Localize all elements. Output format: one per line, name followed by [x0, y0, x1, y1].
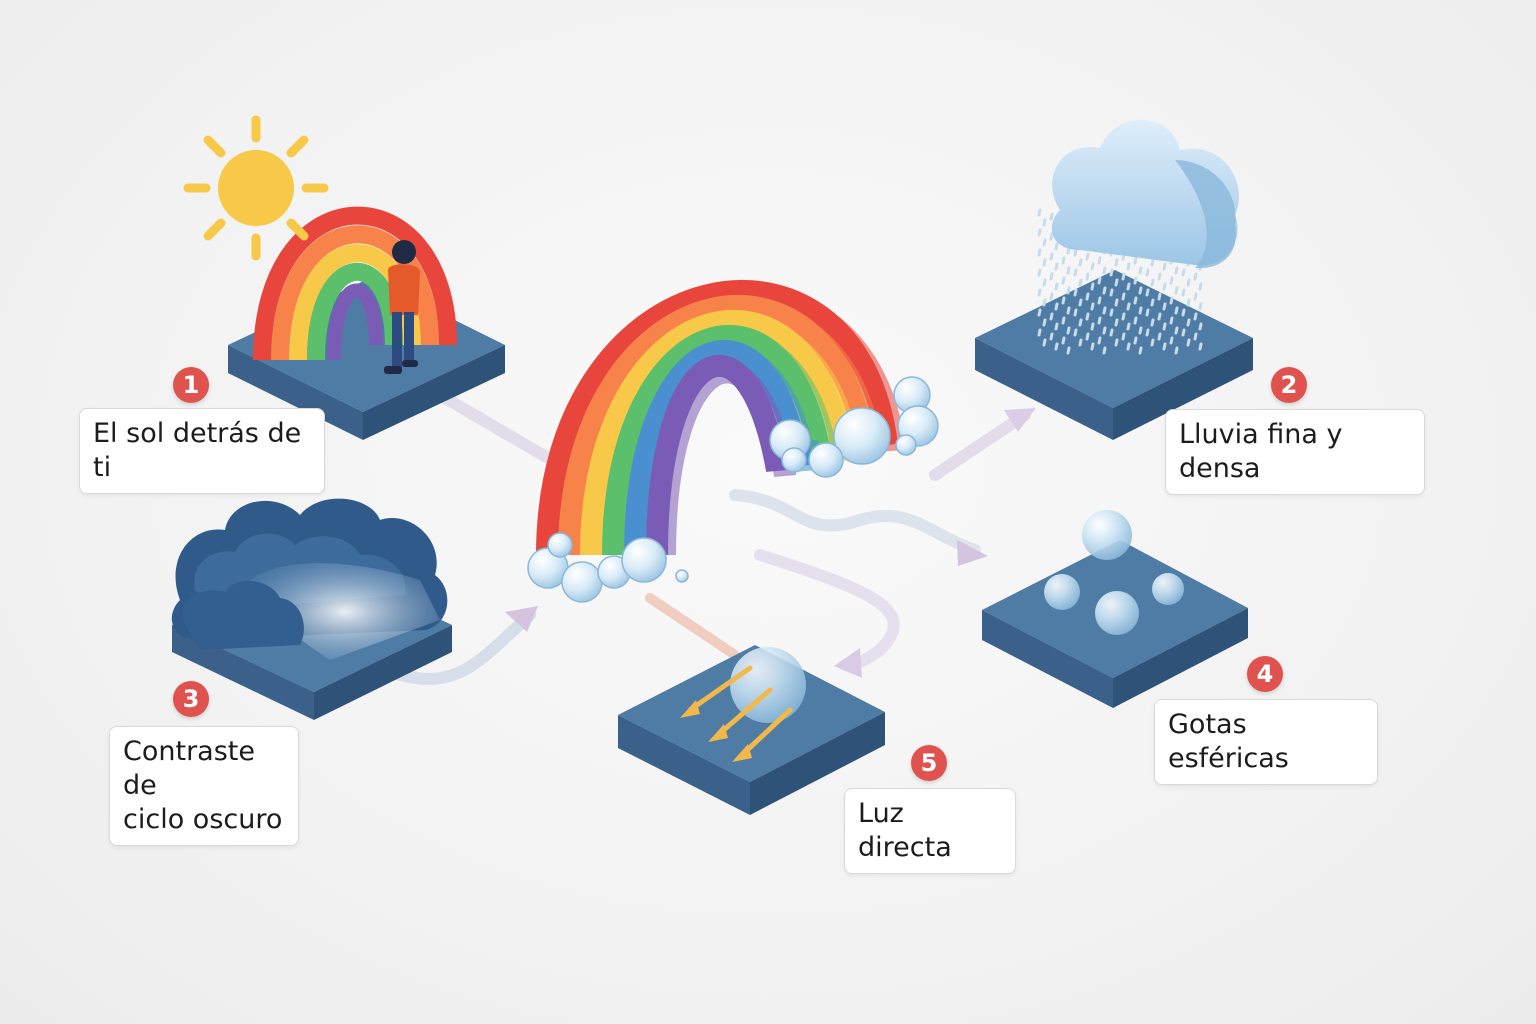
arrow-head-5 [834, 648, 862, 678]
step4-illustration [982, 510, 1248, 708]
step4-number-badge: 4 [1247, 656, 1283, 692]
flow-arrows [394, 389, 1036, 685]
arrow-head-3 [505, 606, 538, 632]
arrow-3-to-center [394, 609, 536, 685]
step2-number-badge: 2 [1271, 367, 1307, 403]
arrow-center-to-5 [754, 549, 900, 671]
step5-label: Luz directa [844, 788, 1016, 874]
rain-cloud-icon [1051, 119, 1239, 269]
step3-number-badge: 3 [173, 681, 209, 717]
step1-illustration [183, 115, 505, 440]
arrow-center-to-5b [645, 593, 740, 660]
step5-number-badge: 5 [911, 745, 947, 781]
step4-label: Gotas esféricas [1154, 699, 1378, 785]
step5-illustration [618, 645, 885, 815]
step1-number-badge: 1 [173, 367, 209, 403]
person-icon [384, 240, 420, 374]
step1-label: El sol detrás de ti [79, 408, 325, 494]
light-through-drop-icon [680, 647, 806, 762]
step2-label: Lluvia fina y densa [1165, 409, 1425, 495]
sun-icon [183, 115, 329, 261]
arrow-center-to-4 [729, 489, 981, 556]
dark-cloud-icon [171, 498, 448, 660]
arrow-head-2 [1004, 408, 1036, 432]
arrow-1-to-center [434, 389, 566, 471]
step3-label: Contraste de ciclo oscuro [109, 726, 299, 846]
water-drops-icon [1044, 510, 1184, 635]
step3-illustration [171, 498, 452, 720]
rainbow-cloud-bubbles [527, 376, 939, 603]
step2-illustration [975, 119, 1253, 440]
arrow-head-4 [957, 540, 988, 566]
arrow-center-to-2 [929, 409, 1031, 481]
